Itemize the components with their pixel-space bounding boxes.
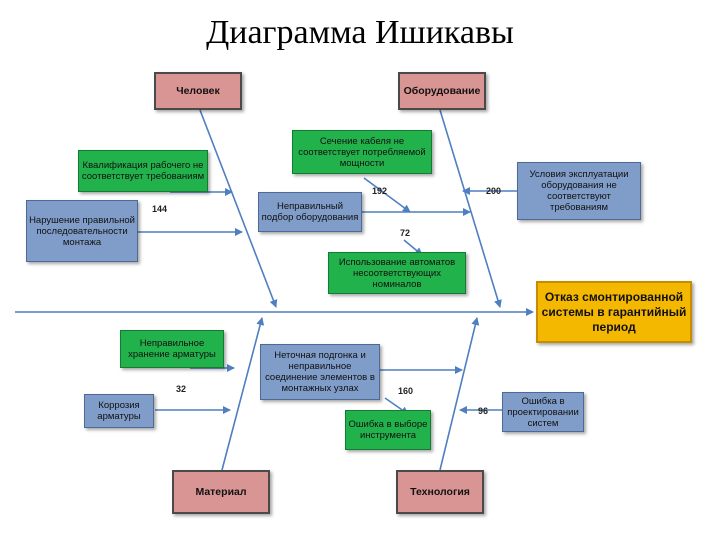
arrow-cable bbox=[363, 177, 411, 213]
category-person: Человек bbox=[154, 72, 242, 110]
cause-design-error: Ошибка в проектировании систем bbox=[502, 392, 584, 432]
count-label-192: 192 bbox=[372, 186, 388, 196]
cause-automatics: Использование автоматов несоответствующи… bbox=[328, 252, 466, 294]
count-label-144: 144 bbox=[152, 204, 168, 214]
cause-storage: Неправильное хранение арматуры bbox=[120, 330, 224, 368]
cause-tool-choice: Ошибка в выборе инструмента bbox=[345, 410, 431, 450]
cause-sequence: Нарушение правильной последовательности … bbox=[26, 200, 138, 262]
count-label-200: 200 bbox=[486, 186, 502, 196]
category-equipment: Оборудование bbox=[398, 72, 486, 110]
cause-qualification: Квалификация рабочего не соответствует т… bbox=[78, 150, 208, 192]
count-label-32: 32 bbox=[176, 384, 187, 394]
effect-box: Отказ смонтированной системы в гарантийн… bbox=[536, 281, 692, 343]
bone-person bbox=[199, 109, 278, 308]
bone-technology bbox=[439, 317, 480, 471]
count-label-160: 160 bbox=[398, 386, 414, 396]
count-label-96: 96 bbox=[478, 406, 489, 416]
cause-operating-conditions: Условия эксплуатации оборудования не соо… bbox=[517, 162, 641, 220]
cause-corrosion: Коррозия арматуры bbox=[84, 394, 154, 428]
count-label-72: 72 bbox=[400, 228, 411, 238]
cause-equipment-selection: Неправильный подбор оборудования bbox=[258, 192, 362, 232]
cause-cable-section: Сечение кабеля не соответствует потребля… bbox=[292, 130, 432, 174]
category-technology: Технология bbox=[396, 470, 484, 514]
category-material: Материал bbox=[172, 470, 270, 514]
bone-material bbox=[221, 317, 265, 471]
cause-fitting: Неточная подгонка и неправильное соедине… bbox=[260, 344, 380, 400]
page-title: Диаграмма Ишикавы bbox=[206, 14, 514, 51]
